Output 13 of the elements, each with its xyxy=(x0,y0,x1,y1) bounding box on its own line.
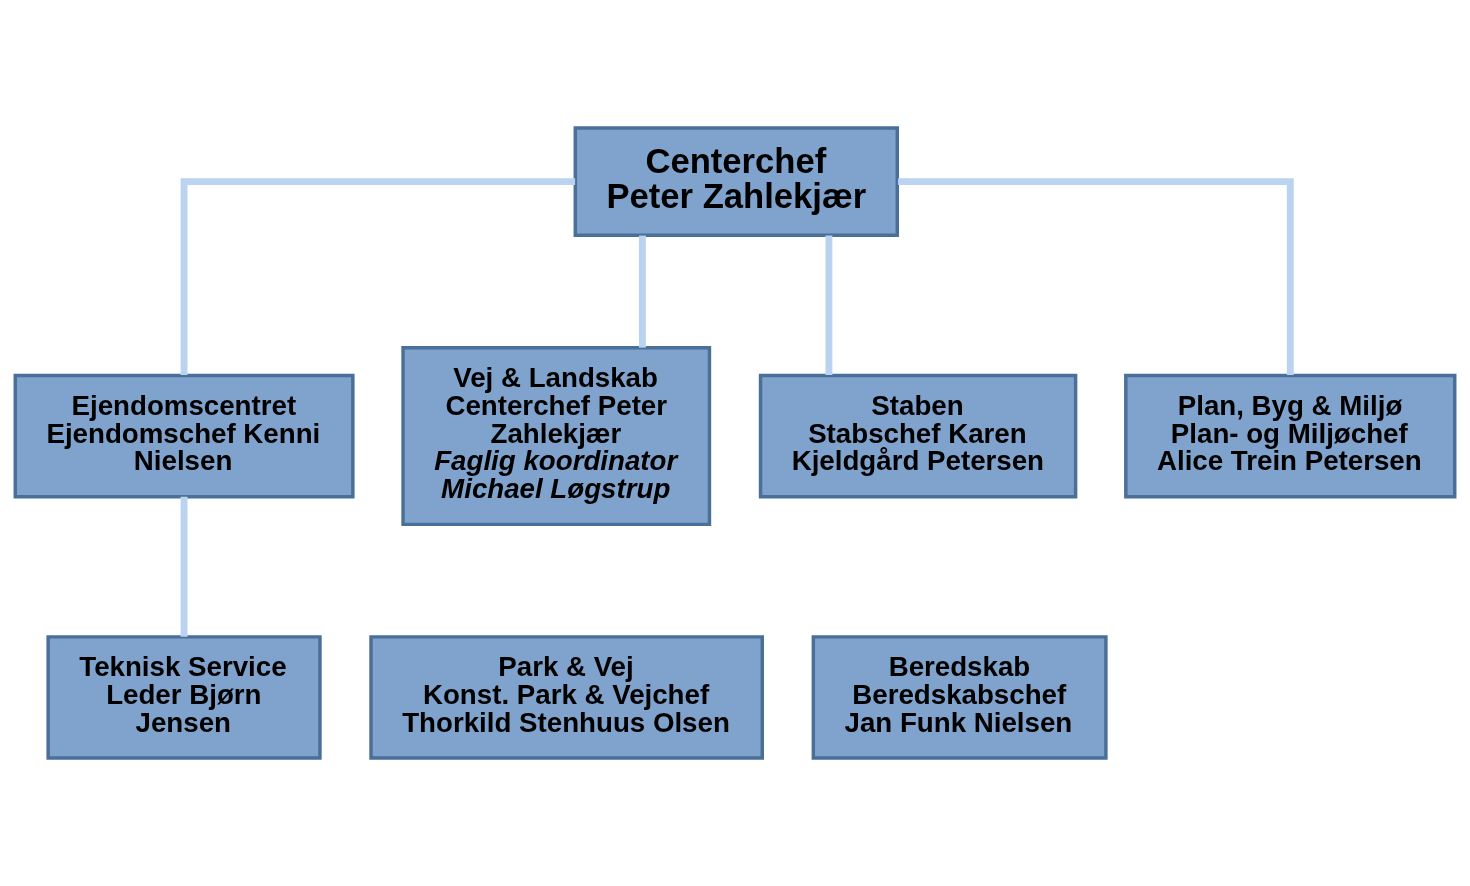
connector xyxy=(180,178,576,376)
connector xyxy=(180,496,188,637)
node-box: Beredskab Beredskabschef Jan Funk Nielsen xyxy=(811,635,1108,760)
node-box: Teknisk Service Leder Bjørn Jensen xyxy=(46,635,322,760)
connector xyxy=(638,235,646,348)
node-box: Park & Vej Konst. Park & Vejchef Thorkild Stenhuus Olsen xyxy=(369,635,764,760)
node-box: Plan, Byg & Miljø Plan- og Miljøchef Alice Trein Petersen xyxy=(1124,373,1457,499)
connector xyxy=(825,235,833,376)
node-box: Vej & Landskab Centerchef Peter Zahlekjær Faglig koordinator Michael Løgstrup xyxy=(401,346,712,527)
node-box: Staben Stabschef Karen Kjeldgård Petersen xyxy=(758,373,1078,499)
node-box: Ejendomscentret Ejendomschef Kenni Nielsen xyxy=(13,373,355,499)
node-box: Centerchef Peter Zahlekjær xyxy=(573,126,900,237)
connector xyxy=(898,178,1294,376)
